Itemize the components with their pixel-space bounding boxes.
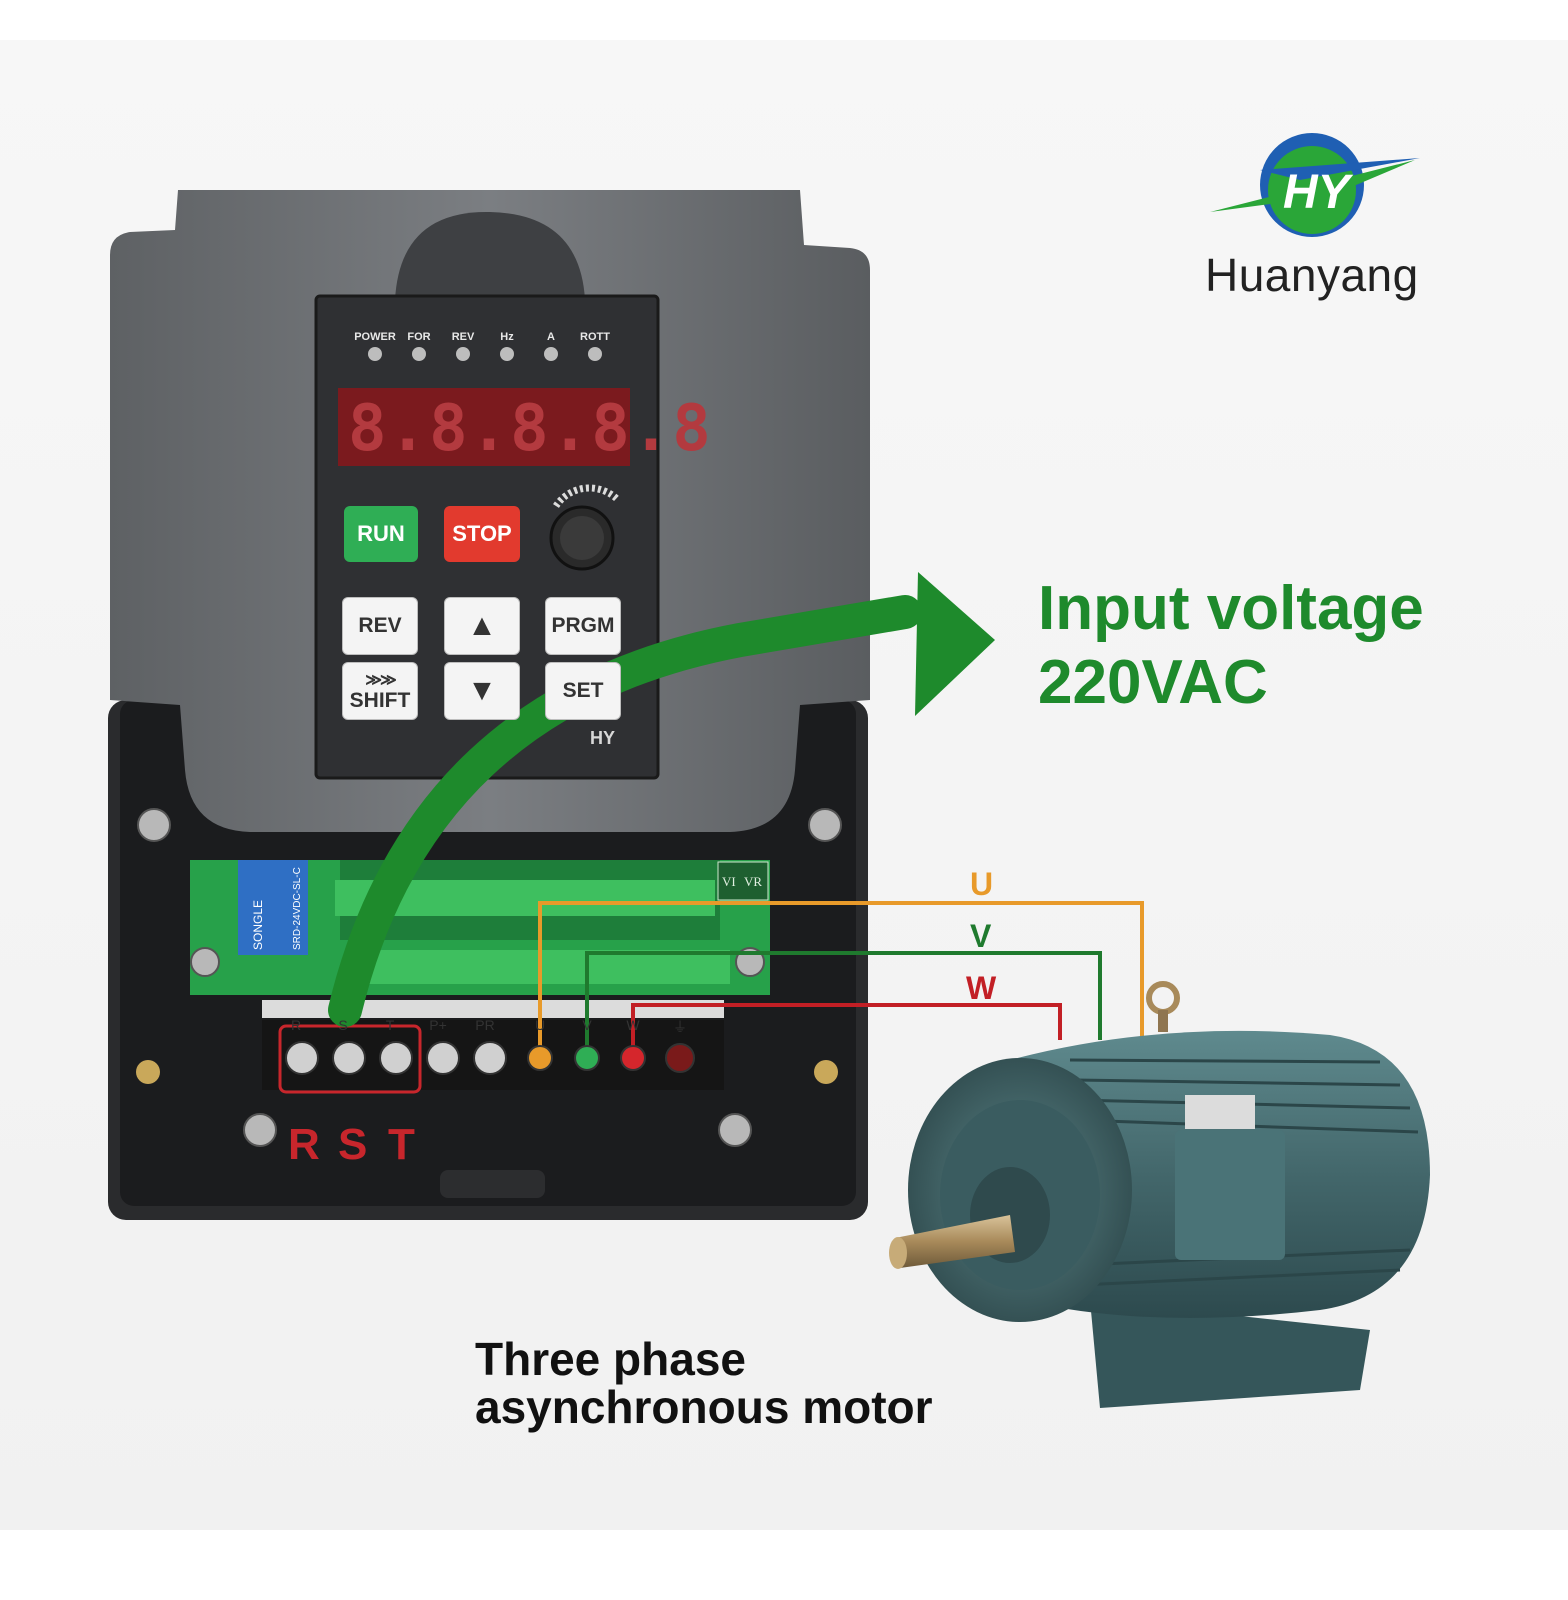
rst-label-s: S xyxy=(338,1120,368,1169)
seven-segment-display: 8.8.8.8.8 xyxy=(338,388,713,466)
terminal-label-ground: ⏚ xyxy=(673,1019,687,1035)
led-label-for: FOR xyxy=(407,331,431,343)
three-phase-motor xyxy=(889,981,1430,1408)
run-button[interactable]: RUN xyxy=(344,506,418,562)
relay-model: SRD-24VDC-SL-C xyxy=(292,867,303,950)
phase-label-v: V xyxy=(970,918,992,954)
terminal-label-s: S xyxy=(338,1017,348,1033)
relay-icon xyxy=(238,860,308,955)
up-button[interactable]: ▲ xyxy=(444,597,520,655)
terminal-label-v: V xyxy=(582,1017,592,1033)
input-voltage-line1: Input voltage xyxy=(1038,574,1424,643)
stop-button[interactable]: STOP xyxy=(444,506,520,562)
set-button[interactable]: SET xyxy=(545,662,621,720)
wire-u xyxy=(538,901,1144,1058)
wire-v xyxy=(585,951,1102,1058)
led-label-hz: Hz xyxy=(500,331,514,343)
shift-button[interactable]: ≫≫ SHIFT xyxy=(342,662,418,720)
motor-label: Three phase asynchronous motor xyxy=(475,1335,933,1431)
terminal-label-p-plus: P+ xyxy=(429,1017,447,1033)
rev-button[interactable]: REV xyxy=(342,597,418,655)
terminal-label-r: R xyxy=(290,1017,302,1033)
terminal-label-t: T xyxy=(385,1017,395,1033)
terminal-label-w: W xyxy=(626,1017,640,1033)
terminal-label-pr: PR xyxy=(475,1017,495,1033)
shift-arrows-icon: ≫≫ xyxy=(365,672,396,689)
vi-label: VI xyxy=(722,874,736,889)
prgm-button[interactable]: PRGM xyxy=(545,597,621,655)
logo-text: HY xyxy=(1283,166,1354,219)
brand-name: Huanyang xyxy=(1205,249,1419,301)
input-voltage-line2: 220VAC xyxy=(1038,648,1268,717)
rst-label-r: R xyxy=(288,1120,320,1169)
wire-w xyxy=(631,1003,1062,1058)
input-voltage-label: Input voltage 220VAC xyxy=(1038,572,1424,720)
panel-badge: HY xyxy=(590,728,616,748)
led-label-a: A xyxy=(547,331,555,343)
phase-wires xyxy=(538,901,1144,1058)
motor-label-line2: asynchronous motor xyxy=(475,1381,933,1433)
relay-brand: SONGLE xyxy=(251,900,265,950)
led-label-rott: ROTT xyxy=(580,331,610,343)
speed-knob-icon xyxy=(549,484,621,571)
led-label-rev: REV xyxy=(451,331,475,343)
status-leds xyxy=(368,347,602,361)
phase-label-w: W xyxy=(966,970,997,1006)
phase-label-u: U xyxy=(970,866,994,902)
display-readout: 8.8.8.8.8 xyxy=(348,392,713,466)
shift-label: SHIFT xyxy=(349,689,411,712)
motor-label-line1: Three phase xyxy=(475,1333,746,1385)
down-button[interactable]: ▼ xyxy=(444,662,520,720)
led-label-power: POWER xyxy=(354,331,396,343)
vr-label: VR xyxy=(744,874,762,889)
input-voltage-arrow xyxy=(328,572,995,1027)
signal-terminal-row-lower xyxy=(360,950,730,984)
terminal-label-u: U xyxy=(534,1017,546,1033)
rst-label-t: T xyxy=(388,1120,415,1169)
huanyang-logo-icon: HY xyxy=(1210,133,1420,237)
